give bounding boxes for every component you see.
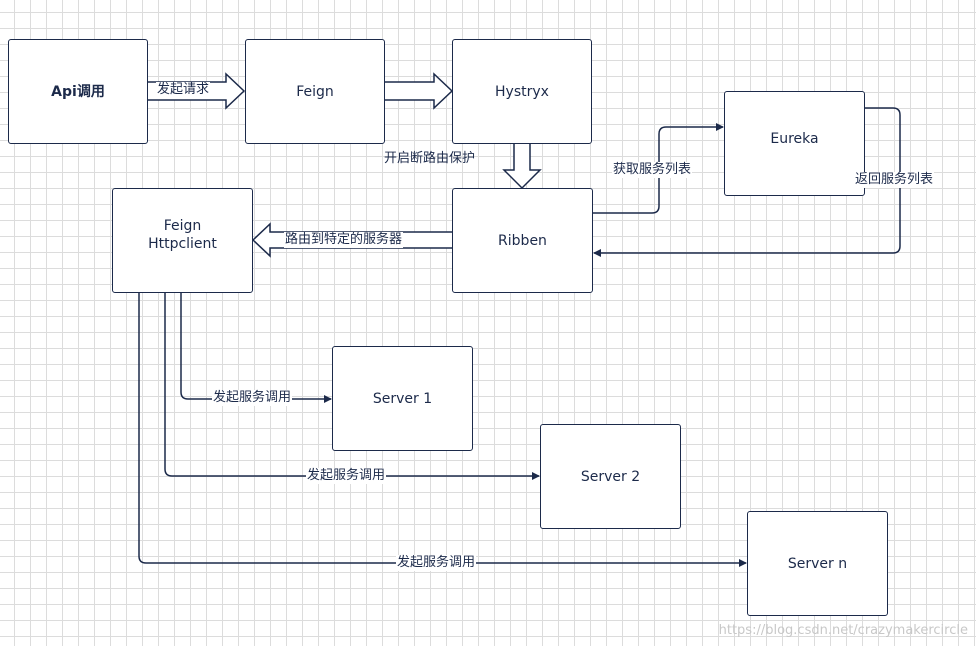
eureka-label: Eureka xyxy=(770,130,819,147)
arrow-feign-to-hystryx xyxy=(376,72,454,110)
server2-label: Server 2 xyxy=(580,468,641,485)
ribben-box: Ribben xyxy=(452,188,593,293)
api-call-label: Api调用 xyxy=(51,83,105,100)
server1-label: Server 1 xyxy=(372,390,433,407)
circuit-breaker-label: 开启断路由保护 xyxy=(384,151,476,166)
return-service-list-label: 返回服务列表 xyxy=(854,172,935,188)
servern-box: Server n xyxy=(747,511,888,616)
line-httpclient-to-servern xyxy=(138,293,747,567)
feign-box: Feign xyxy=(245,39,385,144)
call-server2-label: 发起服务调用 xyxy=(306,468,387,484)
call-server1-label: 发起服务调用 xyxy=(212,390,293,406)
route-to-server-label: 路由到特定的服务器 xyxy=(284,232,404,248)
get-service-list-label: 获取服务列表 xyxy=(612,162,693,178)
line-httpclient-to-server1 xyxy=(180,293,332,403)
line-httpclient-to-server2 xyxy=(164,293,540,480)
hystryx-box: Hystryx xyxy=(452,39,592,144)
servern-label: Server n xyxy=(787,555,848,572)
eureka-box: Eureka xyxy=(724,91,865,196)
initiate-request-label: 发起请求 xyxy=(156,82,211,98)
server1-box: Server 1 xyxy=(332,346,473,451)
api-call-box: Api调用 xyxy=(8,39,148,144)
call-servern-label: 发起服务调用 xyxy=(396,555,477,571)
arrow-hystryx-to-ribben xyxy=(502,144,542,190)
feign-httpclient-label: Feign Httpclient xyxy=(148,217,217,252)
ribben-label: Ribben xyxy=(498,232,547,249)
watermark-text: https://blog.csdn.net/crazymakercircle xyxy=(718,623,968,638)
feign-label: Feign xyxy=(296,83,334,100)
feign-httpclient-box: Feign Httpclient xyxy=(112,188,253,293)
server2-box: Server 2 xyxy=(540,424,681,529)
hystryx-label: Hystryx xyxy=(495,83,549,100)
